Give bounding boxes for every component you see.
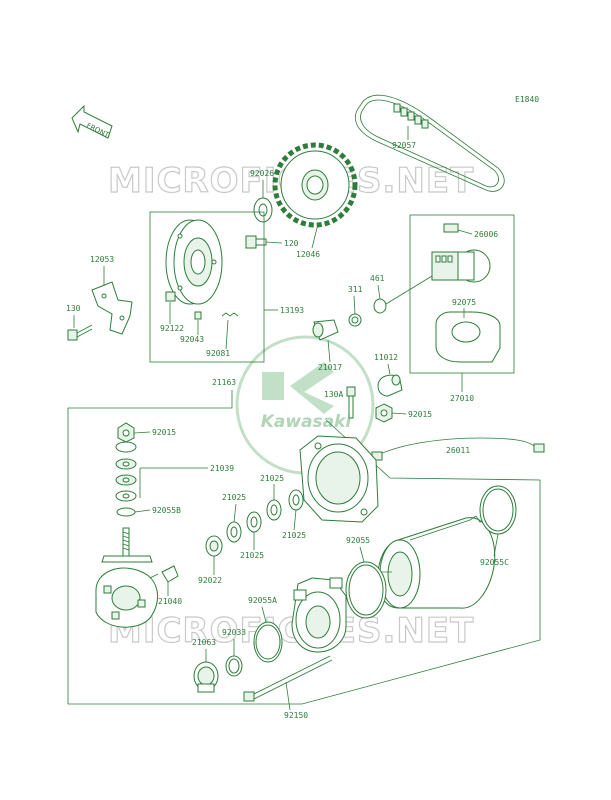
bolt-130A — [346, 386, 356, 419]
nut-92015-left — [117, 422, 135, 443]
part-label-92150: 92150 — [284, 711, 308, 720]
bolt-120 — [245, 235, 267, 249]
part-label-21017: 21017 — [318, 363, 342, 372]
part-label-92043: 92043 — [180, 335, 204, 344]
part-label-92026: 92026 — [250, 169, 274, 178]
starter-motor-yoke — [372, 515, 496, 609]
part-label-92033: 92033 — [222, 628, 246, 637]
part-label-92055: 92055 — [346, 536, 370, 545]
end-cover-21163 — [299, 435, 379, 523]
nut-311 — [348, 313, 362, 327]
cap-11012 — [377, 374, 403, 397]
part-label-21163: 21163 — [212, 378, 236, 387]
part-label-21025-b: 21025 — [222, 493, 246, 502]
part-label-27010: 27010 — [450, 394, 474, 403]
part-label-92055A: 92055A — [248, 596, 277, 605]
part-label-11012: 11012 — [374, 353, 398, 362]
svg-text:MICROFICHES.NET: MICROFICHES.NET — [108, 611, 474, 651]
brush-21040 — [149, 565, 179, 583]
diagram-code: E1840 — [515, 95, 539, 104]
part-label-92022: 92022 — [198, 576, 222, 585]
washer-21025-1 — [288, 489, 304, 511]
bolt-92150 — [243, 655, 333, 702]
roller-92122 — [165, 291, 176, 302]
part-label-12046: 12046 — [296, 250, 320, 259]
lead-26011 — [371, 437, 545, 461]
circlip-92033 — [225, 655, 243, 677]
bracket-12053 — [91, 281, 133, 335]
part-label-21040: 21040 — [158, 597, 182, 606]
part-label-92122: 92122 — [160, 324, 184, 333]
washer-92022 — [205, 535, 223, 557]
nut-92015-right — [375, 403, 393, 423]
oring-92055B — [116, 507, 136, 517]
part-label-13193: 13193 — [280, 306, 304, 315]
starter-chain — [355, 94, 505, 192]
relay-cover-92075 — [435, 311, 501, 363]
boot-461 — [373, 298, 387, 314]
part-label-92015-left: 92015 — [152, 428, 176, 437]
washer-21025-3 — [246, 511, 262, 533]
part-label-21039: 21039 — [210, 464, 234, 473]
part-label-26006: 26006 — [474, 230, 498, 239]
watermark-bottom: MICROFICHES.NET — [107, 610, 474, 651]
part-label-21025-c: 21025 — [282, 531, 306, 540]
part-label-21063: 21063 — [192, 638, 216, 647]
front-cover — [291, 577, 347, 653]
part-label-130A: 130A — [324, 390, 343, 399]
part-label-130: 130 — [66, 304, 81, 313]
logo-text: Kawasaki — [261, 412, 353, 432]
terminal-bolt — [101, 527, 153, 563]
starter-clutch — [165, 219, 223, 305]
starter-group-box — [67, 390, 541, 705]
part-label-26011: 26011 — [446, 446, 470, 455]
part-label-120: 120 — [284, 239, 299, 248]
washer-stack-21039 — [115, 441, 137, 502]
part-label-92057: 92057 — [392, 141, 416, 150]
part-label-92075: 92075 — [452, 298, 476, 307]
cap-92043 — [194, 311, 202, 320]
fuse-26006 — [443, 223, 459, 233]
part-label-21025-d: 21025 — [240, 551, 264, 560]
part-label-311: 311 — [348, 285, 363, 294]
bolt-130 — [67, 324, 93, 341]
part-label-92055B: 92055B — [152, 506, 181, 515]
spring-92081 — [221, 312, 239, 317]
clutch-group-box — [149, 211, 265, 363]
washer-21025-2 — [266, 499, 282, 521]
part-label-92081: 92081 — [206, 349, 230, 358]
brush-holder — [95, 567, 158, 628]
part-label-12053: 12053 — [90, 255, 114, 264]
part-label-21025-a: 21025 — [260, 474, 284, 483]
part-label-461: 461 — [370, 274, 385, 283]
gear-21063 — [193, 661, 219, 693]
boot-21017 — [312, 319, 339, 341]
part-label-92055C: 92055C — [480, 558, 509, 567]
front-arrow-icon: FRONT — [71, 104, 113, 140]
starter-relay — [431, 249, 491, 283]
part-label-92015-right: 92015 — [408, 410, 432, 419]
starter-sprocket — [272, 142, 358, 228]
washer-21025-4 — [226, 521, 242, 543]
